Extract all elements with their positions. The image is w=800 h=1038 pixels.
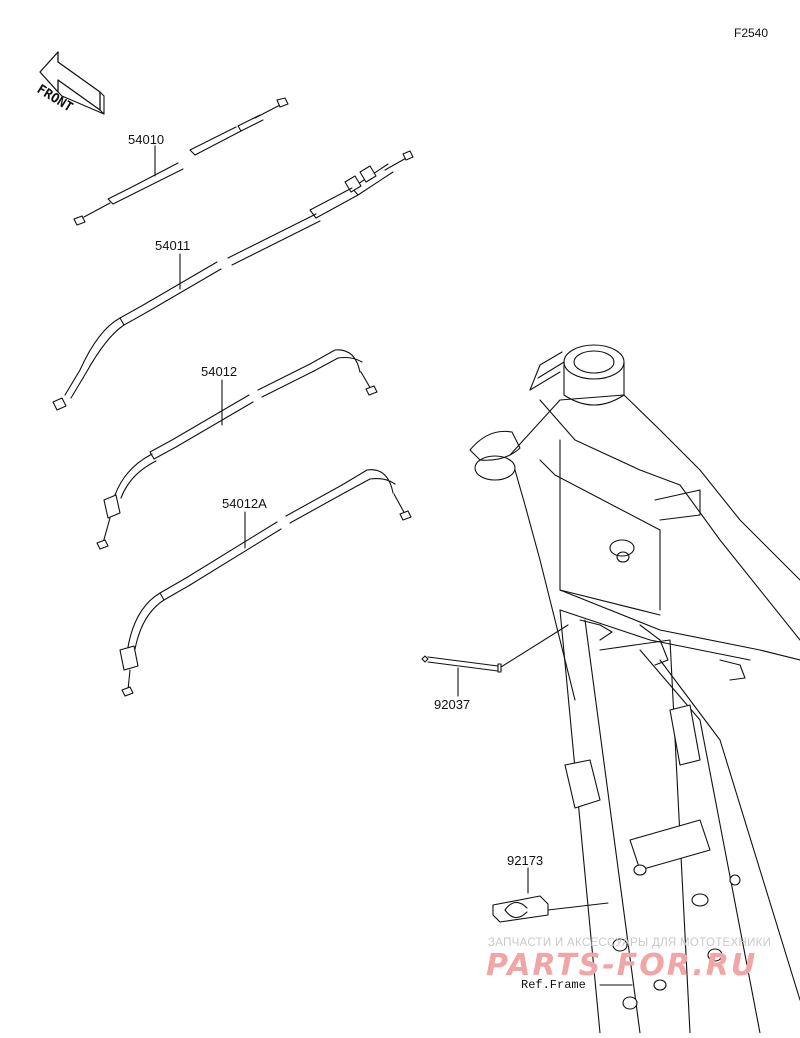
cable-54011	[52, 150, 414, 411]
front-arrow-icon	[39, 51, 105, 115]
cable-54012A	[119, 469, 412, 697]
watermark-line1: ЗАПЧАСТИ И АКСЕССУАРЫ ДЛЯ МОТОТЕХНИКИ	[488, 937, 772, 949]
cable-54012	[96, 349, 378, 550]
frame-reference	[469, 344, 800, 1034]
reference-frame-label: Ref.Frame	[521, 978, 586, 992]
part-label-92173[interactable]: 92173	[507, 853, 544, 868]
part-label-54012A[interactable]: 54012A	[222, 496, 267, 511]
part-label-54012[interactable]: 54012	[201, 364, 238, 379]
figure-code: F2540	[734, 26, 769, 40]
part-label-92037[interactable]: 92037	[434, 697, 471, 712]
cable-54010	[73, 97, 289, 226]
bolt-92037	[421, 624, 569, 697]
watermark-logo: PARTS-FOR.RU	[486, 948, 758, 983]
part-label-54010[interactable]: 54010	[128, 132, 165, 147]
part-label-54011[interactable]: 54011	[155, 238, 191, 253]
clamp-92173	[492, 867, 609, 923]
